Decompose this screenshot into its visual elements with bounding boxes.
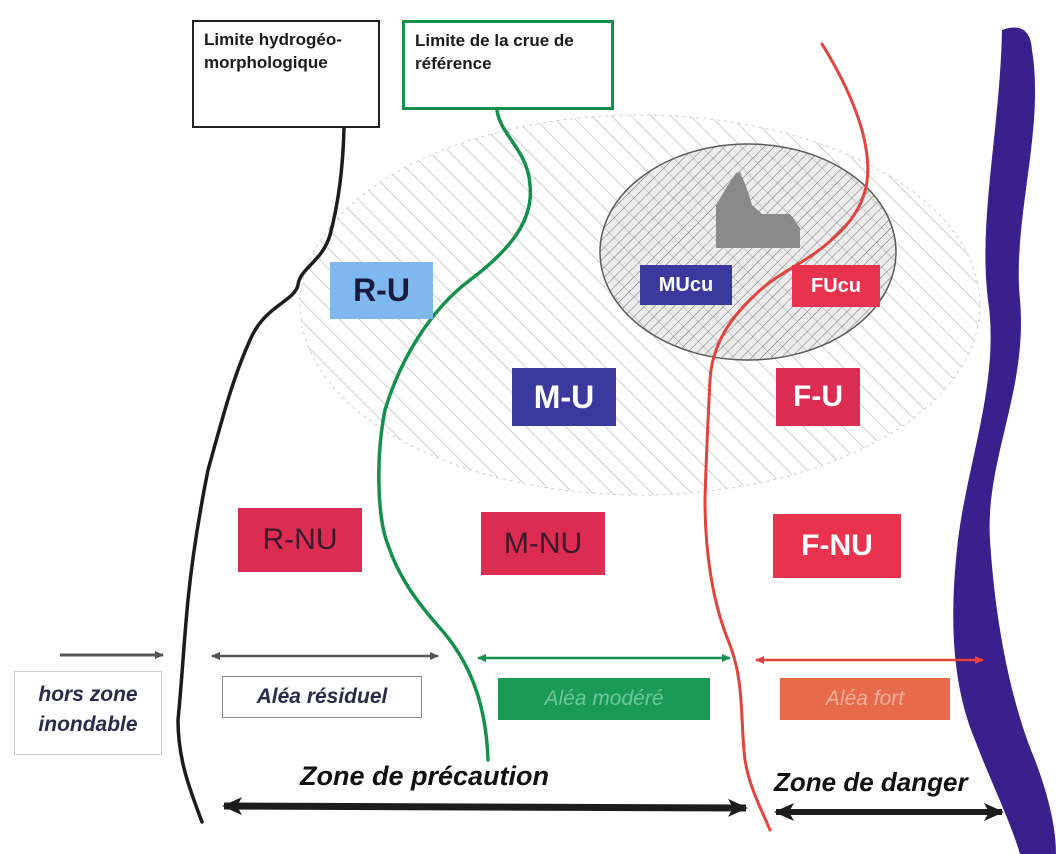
river (953, 27, 1056, 854)
alea-fort-label: Aléa fort (780, 678, 950, 720)
alea-modere-text: Aléa modéré (544, 687, 664, 710)
zone-rnu: R-NU (238, 508, 362, 572)
danger-zone-label: Zone de danger (774, 764, 1014, 800)
reference-flood-limit-line (377, 108, 533, 762)
zone-mnu: M-NU (481, 512, 605, 575)
zone-ru-label: R-U (353, 272, 410, 308)
zone-ru: R-U (330, 262, 433, 319)
zone-fnu: F-NU (773, 514, 901, 578)
hors-zone-text: hors zone inondable (38, 683, 138, 736)
zone-fucu: FUcu (792, 265, 880, 307)
zone-fu: F-U (776, 368, 860, 426)
danger-zone-text: Zone de danger (774, 767, 968, 797)
hydrogeomorphologic-limit-label: Limite hydrogéo-morphologique (192, 20, 380, 128)
zone-mucu-label: MUcu (658, 273, 714, 296)
hydrogeomorphologic-limit-text: Limite hydrogéo-morphologique (204, 30, 342, 72)
alea-residuel-text: Aléa résiduel (256, 685, 388, 708)
zone-mu-label: M-U (533, 378, 595, 415)
zone-fnu-label: F-NU (801, 529, 873, 562)
alea-residuel-label: Aléa résiduel (222, 676, 422, 718)
zone-mucu: MUcu (640, 265, 732, 305)
reference-flood-limit-label: Limite de la crue de référence (402, 20, 614, 110)
church-icon (716, 172, 800, 248)
alea-modere-label: Aléa modéré (498, 678, 710, 720)
high-hazard-limit-line (703, 42, 870, 832)
reference-flood-limit-text: Limite de la crue de référence (415, 31, 574, 73)
precaution-zone-arrow (222, 797, 748, 817)
zone-rnu-label: R-NU (262, 523, 338, 556)
hydrogeomorphologic-limit-line (176, 126, 346, 824)
zone-fu-label: F-U (793, 380, 843, 413)
alea-fort-text: Aléa fort (825, 687, 905, 710)
zone-mu: M-U (512, 368, 616, 426)
zone-mnu-label: M-NU (503, 526, 583, 560)
precaution-zone-text: Zone de précaution (300, 761, 550, 791)
hors-zone-label: hors zone inondable (14, 671, 162, 755)
zone-fucu-label: FUcu (811, 274, 861, 297)
precaution-zone-label: Zone de précaution (300, 758, 600, 794)
dense-built-area (599, 143, 897, 361)
